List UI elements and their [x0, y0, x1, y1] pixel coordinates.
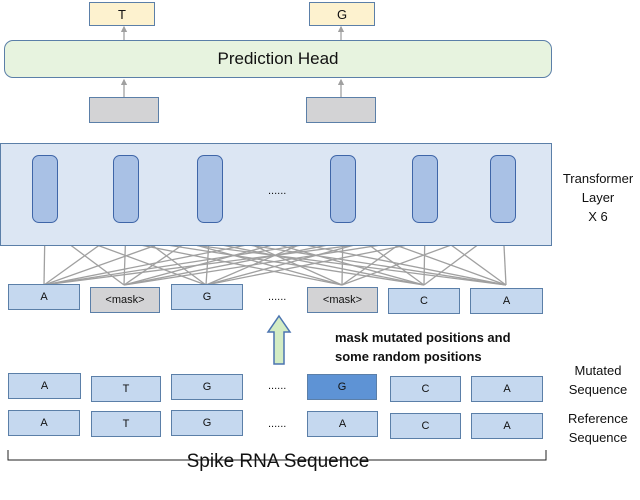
- masked-token: A: [470, 288, 543, 314]
- transformer-label-line1: Transformer: [562, 171, 634, 186]
- reference-token: G: [171, 410, 243, 436]
- output-token-2: G: [309, 2, 375, 26]
- transformer-ellipsis: ......: [268, 185, 287, 197]
- masked-token: G: [171, 284, 243, 310]
- masked-ellipsis: ......: [268, 291, 287, 303]
- reference-label-line2: Sequence: [568, 430, 628, 445]
- mutated-token: T: [91, 376, 161, 402]
- mutated-label: Mutated Sequence: [556, 361, 640, 399]
- reference-token: A: [471, 413, 543, 439]
- transformer-unit: [32, 155, 58, 223]
- transformer-layer: [0, 143, 552, 246]
- head-input-box-1: [89, 97, 159, 123]
- masked-token: <mask>: [90, 287, 160, 313]
- annotation-line2: some random positions: [335, 349, 482, 364]
- masked-token: A: [8, 284, 80, 310]
- mutated-label-line2: Sequence: [568, 382, 628, 397]
- mutated-token: G: [171, 374, 243, 400]
- transformer-label: Transformer Layer X 6: [556, 169, 640, 226]
- reference-token: A: [8, 410, 80, 436]
- transformer-unit: [412, 155, 438, 223]
- transformer-label-line3: X 6: [588, 209, 608, 224]
- prediction-head: Prediction Head: [4, 40, 552, 78]
- diagram-title: Spike RNA Sequence: [186, 451, 370, 472]
- reference-token: C: [390, 413, 461, 439]
- mutated-token: A: [8, 373, 81, 399]
- mutated-ellipsis: ......: [268, 380, 287, 392]
- sequence-bracket: [7, 450, 547, 461]
- mutated-token: C: [390, 376, 461, 402]
- transformer-unit: [330, 155, 356, 223]
- transformer-label-line2: Layer: [581, 190, 615, 205]
- transformer-unit: [490, 155, 516, 223]
- reference-token: T: [91, 411, 161, 437]
- mutated-token-highlighted: G: [307, 374, 377, 400]
- transformer-unit: [197, 155, 223, 223]
- mutated-label-line1: Mutated: [574, 363, 622, 378]
- reference-label-line1: Reference: [568, 411, 628, 426]
- masking-annotation: mask mutated positions and some random p…: [335, 328, 550, 366]
- reference-token: A: [307, 411, 378, 437]
- head-input-box-2: [306, 97, 376, 123]
- masked-token: <mask>: [307, 287, 378, 313]
- annotation-line1: mask mutated positions and: [335, 330, 511, 345]
- transformer-unit: [113, 155, 139, 223]
- prediction-head-label: Prediction Head: [217, 49, 339, 68]
- reference-ellipsis: ......: [268, 418, 287, 430]
- output-token-1: T: [89, 2, 155, 26]
- up-arrow-icon: [266, 314, 292, 365]
- reference-label: Reference Sequence: [556, 409, 640, 447]
- masked-token: C: [388, 288, 460, 314]
- mutated-token: A: [471, 376, 543, 402]
